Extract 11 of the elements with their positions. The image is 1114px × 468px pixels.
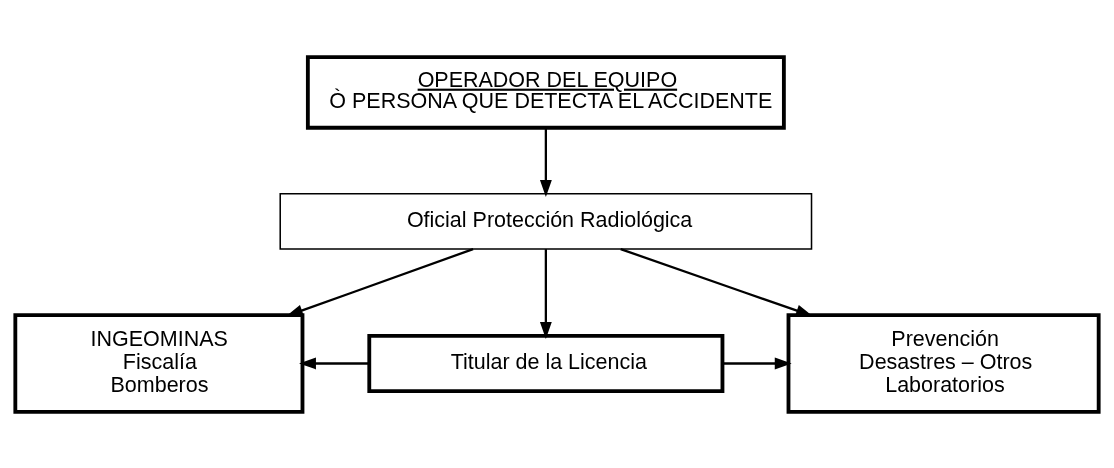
- node-box: Titular de la Licencia: [367, 333, 725, 393]
- arrow: [539, 248, 552, 339]
- arrow: [299, 357, 370, 369]
- node-box: Prevención Desastres – Otros Laboratorios: [786, 312, 1101, 414]
- node-box: INGEOMINAS Fiscalía Bomberos: [13, 312, 305, 414]
- arrow: [620, 247, 813, 316]
- arrow: [286, 247, 474, 316]
- arrow: [722, 357, 792, 369]
- node-box: OPERADOR DEL EQUIPO Ò PERSONA QUE DETECTA EL ACCIDENTE: [305, 54, 786, 130]
- node-box: Oficial Protección Radiológica: [279, 192, 813, 250]
- arrow: [539, 127, 552, 197]
